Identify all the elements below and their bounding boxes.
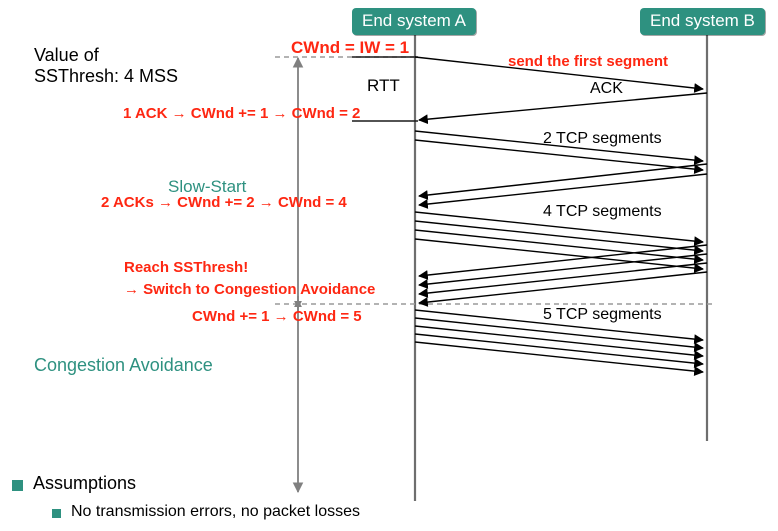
- ack-arrow: [418, 244, 708, 280]
- label-reach-ssthresh: Reach SSThresh!: [124, 259, 249, 276]
- label-cwnd-congestion-avoidance-increase: CWnd += 1 → CWnd = 5: [192, 308, 362, 325]
- segment-arrow: [414, 139, 704, 174]
- label-value-of-line2: SSThresh: 4 MSS: [34, 66, 179, 87]
- ack-arrow: [418, 92, 708, 125]
- segment-arrow: [414, 229, 704, 264]
- bullet-assumptions-label: Assumptions: [33, 473, 137, 493]
- segment-arrow: [414, 341, 704, 376]
- label-value-of-ssthresh: Value of SSThresh: 4 MSS: [34, 45, 178, 87]
- segment-group-round-3: [414, 211, 708, 307]
- ack-arrow: [418, 253, 708, 289]
- label-rtt: RTT: [367, 76, 400, 95]
- segment-arrow: [414, 333, 704, 368]
- label-cwnd-after-two-acks: 2 ACKs → CWnd += 2 → CWnd = 4: [101, 194, 347, 211]
- bullet-assumptions: Assumptions: [12, 473, 136, 494]
- segment-arrow: [414, 211, 704, 246]
- ack-arrow: [418, 163, 708, 200]
- segment-arrow: [414, 130, 704, 165]
- ack-arrow: [418, 271, 708, 307]
- label-five-tcp-segments: 5 TCP segments: [543, 306, 662, 323]
- segment-arrow: [414, 220, 704, 255]
- bullet-square-icon: [52, 509, 61, 518]
- ack-arrow: [418, 262, 708, 298]
- label-slow-start-phase: Slow-Start: [168, 177, 247, 196]
- segment-arrow: [414, 309, 704, 344]
- segment-arrow: [414, 56, 704, 93]
- segment-arrow: [414, 317, 704, 352]
- label-two-tcp-segments: 2 TCP segments: [543, 130, 662, 147]
- bullet-no-transmission-errors: No transmission errors, no packet losses: [52, 503, 360, 521]
- node-end-system-a[interactable]: End system A: [352, 8, 476, 35]
- label-value-of-line1: Value of: [34, 45, 99, 65]
- bullet-square-icon: [12, 480, 23, 491]
- label-congestion-avoidance-phase: Congestion Avoidance: [34, 355, 213, 375]
- segment-group-round-1: [414, 56, 708, 125]
- label-send-the-first-segment: send the first segment: [508, 53, 669, 70]
- segment-arrow: [414, 325, 704, 360]
- label-switch-to-congestion-avoidance: → Switch to Congestion Avoidance: [124, 281, 376, 298]
- label-four-tcp-segments: 4 TCP segments: [543, 203, 662, 220]
- label-cwnd-after-one-ack: 1 ACK → CWnd += 1 → CWnd = 2: [123, 105, 361, 122]
- ack-arrow: [418, 173, 708, 209]
- bullet-no-errors-label: No transmission errors, no packet losses: [71, 503, 360, 520]
- segment-arrow: [414, 238, 704, 273]
- label-cwnd-initial-window: CWnd = IW = 1: [291, 38, 410, 57]
- segment-group-round-4: [414, 309, 704, 376]
- segment-group-round-2: [414, 130, 708, 209]
- label-ack: ACK: [590, 80, 623, 97]
- node-end-system-b[interactable]: End system B: [640, 8, 765, 35]
